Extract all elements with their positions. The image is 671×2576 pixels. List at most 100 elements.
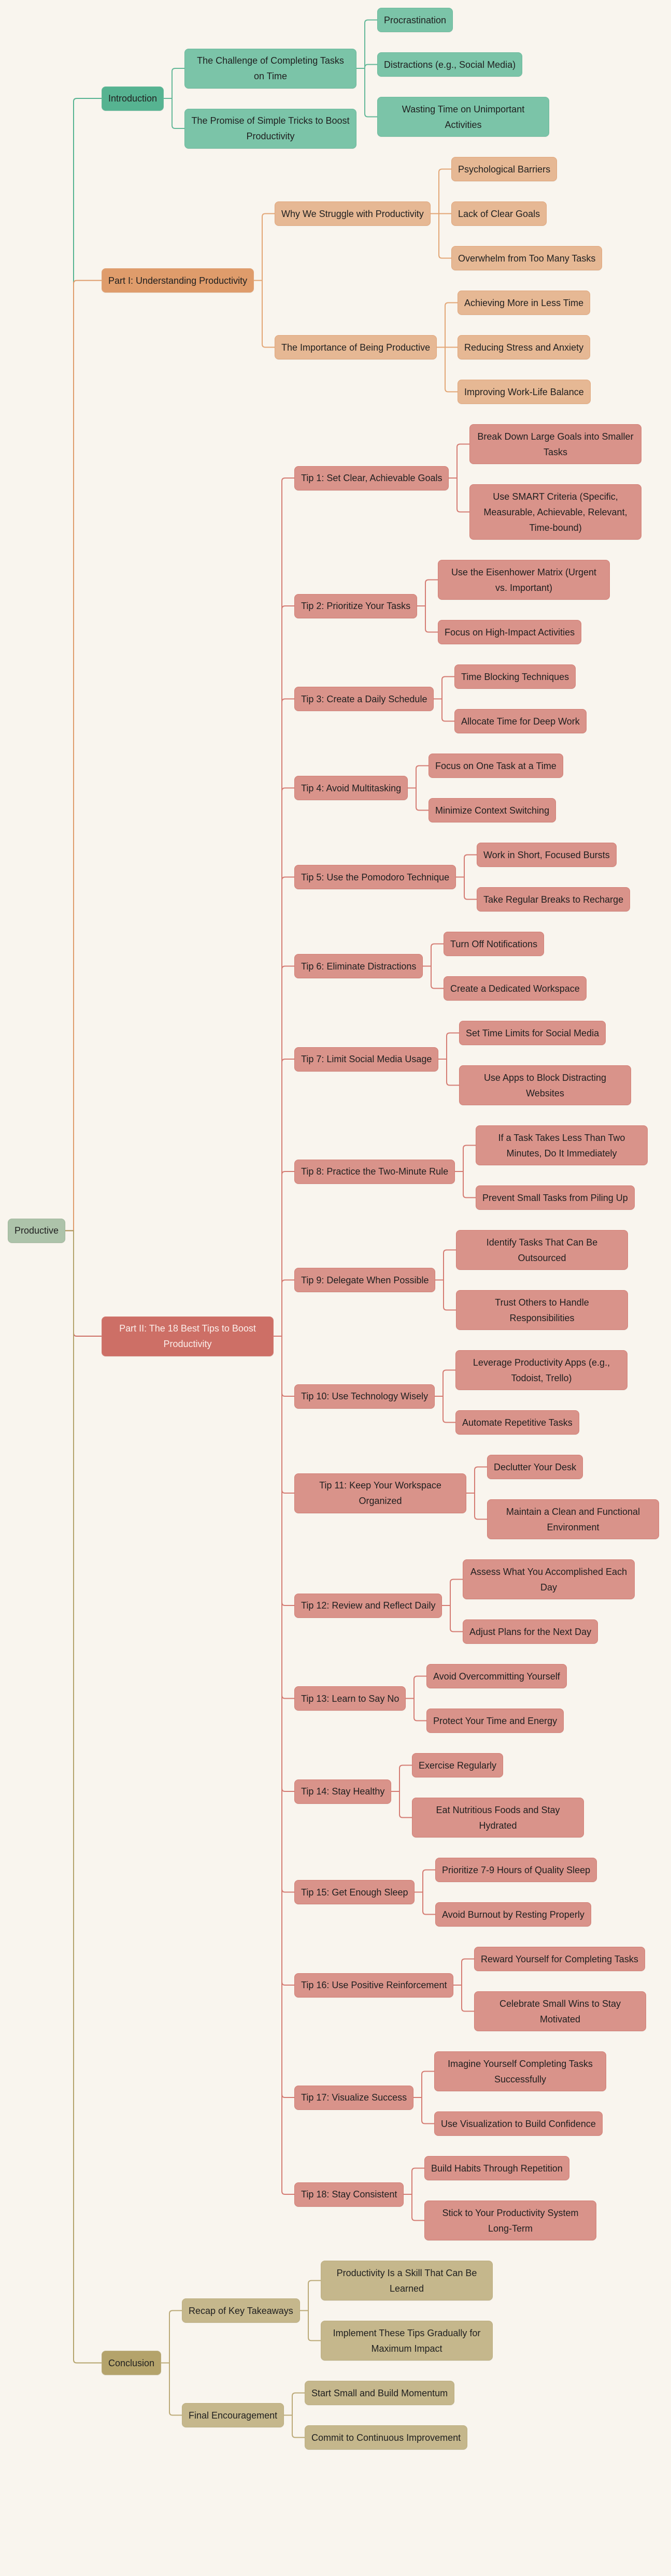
section-node[interactable]: Conclusion bbox=[102, 2351, 162, 2375]
section-node[interactable]: Introduction bbox=[102, 86, 164, 111]
subtopic-node[interactable]: Set Time Limits for Social Media bbox=[459, 1021, 606, 1045]
topic-node[interactable]: Tip 4: Avoid Multitasking bbox=[294, 776, 408, 800]
node-label: Commit to Continuous Improvement bbox=[311, 2432, 461, 2443]
connector-line bbox=[300, 2310, 321, 2341]
subtopic-node[interactable]: Break Down Large Goals into Smaller Task… bbox=[469, 424, 641, 464]
subtopic-node[interactable]: Avoid Burnout by Resting Properly bbox=[435, 1902, 591, 1927]
subtopic-node[interactable]: Productivity Is a Skill That Can Be Lear… bbox=[321, 2261, 493, 2300]
topic-node[interactable]: Tip 6: Eliminate Distractions bbox=[294, 954, 423, 978]
section-node[interactable]: Part II: The 18 Best Tips to Boost Produ… bbox=[102, 1316, 274, 1356]
node-label: Celebrate Small Wins to Stay Motivated bbox=[499, 1998, 621, 2024]
node-label: Use the Eisenhower Matrix (Urgent vs. Im… bbox=[451, 567, 597, 593]
topic-node[interactable]: Tip 1: Set Clear, Achievable Goals bbox=[294, 466, 449, 490]
topic-node[interactable]: Tip 8: Practice the Two-Minute Rule bbox=[294, 1159, 455, 1184]
topic-node[interactable]: Tip 5: Use the Pomodoro Technique bbox=[294, 865, 456, 889]
topic-node[interactable]: Tip 13: Learn to Say No bbox=[294, 1686, 406, 1711]
node-label: Distractions (e.g., Social Media) bbox=[384, 59, 516, 70]
subtopic-node[interactable]: Eat Nutritious Foods and Stay Hydrated bbox=[412, 1798, 584, 1837]
topic-node[interactable]: Tip 10: Use Technology Wisely bbox=[294, 1384, 435, 1409]
connector-line bbox=[413, 2071, 434, 2098]
subtopic-node[interactable]: Lack of Clear Goals bbox=[451, 201, 547, 226]
subtopic-node[interactable]: Declutter Your Desk bbox=[487, 1455, 583, 1479]
subtopic-node[interactable]: Focus on One Task at a Time bbox=[429, 754, 563, 778]
node-label: Tip 12: Review and Reflect Daily bbox=[301, 1600, 436, 1611]
subtopic-node[interactable]: Adjust Plans for the Next Day bbox=[463, 1619, 598, 1644]
topic-node[interactable]: Recap of Key Takeaways bbox=[182, 2298, 300, 2323]
connector-line bbox=[406, 1675, 426, 1699]
subtopic-node[interactable]: Assess What You Accomplished Each Day bbox=[463, 1559, 635, 1599]
subtopic-node[interactable]: Reward Yourself for Completing Tasks bbox=[474, 1947, 645, 1971]
node-label: Use SMART Criteria (Specific, Measurable… bbox=[483, 491, 627, 533]
subtopic-node[interactable]: Protect Your Time and Energy bbox=[426, 1709, 564, 1733]
subtopic-node[interactable]: Use SMART Criteria (Specific, Measurable… bbox=[469, 484, 641, 540]
connector-line bbox=[404, 2167, 424, 2195]
topic-node[interactable]: Tip 17: Visualize Success bbox=[294, 2085, 414, 2110]
subtopic-node[interactable]: Overwhelm from Too Many Tasks bbox=[451, 246, 603, 270]
subtopic-node[interactable]: Take Regular Breaks to Recharge bbox=[477, 887, 631, 911]
subtopic-node[interactable]: Prevent Small Tasks from Piling Up bbox=[476, 1185, 635, 1210]
subtopic-node[interactable]: Use Visualization to Build Confidence bbox=[434, 2111, 603, 2136]
subtopic-node[interactable]: Maintain a Clean and Functional Environm… bbox=[487, 1499, 659, 1539]
subtopic-node[interactable]: Turn Off Notifications bbox=[444, 932, 545, 956]
topic-node[interactable]: Tip 18: Stay Consistent bbox=[294, 2182, 404, 2207]
topic-node[interactable]: Tip 14: Stay Healthy bbox=[294, 1779, 392, 1804]
subtopic-node[interactable]: Stick to Your Productivity System Long-T… bbox=[424, 2201, 596, 2240]
subtopic-node[interactable]: Use Apps to Block Distracting Websites bbox=[459, 1065, 631, 1105]
subtopic-node[interactable]: Focus on High-Impact Activities bbox=[438, 620, 582, 644]
topic-node[interactable]: Tip 3: Create a Daily Schedule bbox=[294, 687, 434, 711]
subtopic-node[interactable]: Exercise Regularly bbox=[412, 1753, 504, 1777]
subtopic-node[interactable]: Improving Work-Life Balance bbox=[458, 380, 591, 404]
subtopic-node[interactable]: Start Small and Build Momentum bbox=[305, 2381, 455, 2405]
subtopic-node[interactable]: Use the Eisenhower Matrix (Urgent vs. Im… bbox=[438, 560, 610, 600]
subtopic-node[interactable]: Imagine Yourself Completing Tasks Succes… bbox=[434, 2051, 606, 2091]
connector-line bbox=[254, 213, 275, 281]
subtopic-node[interactable]: Minimize Context Switching bbox=[429, 798, 556, 822]
topic-node[interactable]: Why We Struggle with Productivity bbox=[275, 201, 431, 226]
root-node[interactable]: Productive bbox=[8, 1218, 66, 1243]
subtopic-node[interactable]: Commit to Continuous Improvement bbox=[305, 2425, 468, 2450]
topic-node[interactable]: Tip 11: Keep Your Workspace Organized bbox=[294, 1473, 466, 1513]
subtopic-node[interactable]: Avoid Overcommitting Yourself bbox=[426, 1664, 567, 1688]
subtopic-node[interactable]: Distractions (e.g., Social Media) bbox=[377, 52, 523, 77]
subtopic-node[interactable]: Leverage Productivity Apps (e.g., Todois… bbox=[455, 1350, 627, 1390]
subtopic-node[interactable]: Allocate Time for Deep Work bbox=[454, 709, 587, 733]
topic-node[interactable]: The Promise of Simple Tricks to Boost Pr… bbox=[184, 108, 356, 149]
connector-line bbox=[417, 605, 438, 633]
subtopic-node[interactable]: Achieving More in Less Time bbox=[458, 291, 591, 315]
subtopic-node[interactable]: Procrastination bbox=[377, 8, 453, 32]
subtopic-node[interactable]: Prioritize 7-9 Hours of Quality Sleep bbox=[435, 1858, 597, 1882]
node-label: Exercise Regularly bbox=[419, 1760, 497, 1771]
subtopic-node[interactable]: Automate Repetitive Tasks bbox=[455, 1410, 579, 1435]
subtopic-node[interactable]: If a Task Takes Less Than Two Minutes, D… bbox=[476, 1125, 648, 1165]
node-label: Improving Work-Life Balance bbox=[464, 386, 584, 397]
subtopic-node[interactable]: Wasting Time on Unimportant Activities bbox=[377, 97, 549, 137]
node-label: Tip 16: Use Positive Reinforcement bbox=[301, 1980, 447, 1990]
node-label: Lack of Clear Goals bbox=[458, 208, 540, 219]
connector-line bbox=[274, 1336, 294, 1699]
node-label: Procrastination bbox=[384, 15, 447, 25]
subtopic-node[interactable]: Celebrate Small Wins to Stay Motivated bbox=[474, 1991, 646, 2031]
subtopic-node[interactable]: Create a Dedicated Workspace bbox=[444, 976, 587, 1001]
topic-node[interactable]: Tip 15: Get Enough Sleep bbox=[294, 1880, 415, 1904]
topic-node[interactable]: Final Encouragement bbox=[182, 2403, 284, 2427]
subtopic-node[interactable]: Reducing Stress and Anxiety bbox=[458, 335, 591, 359]
subtopic-node[interactable]: Psychological Barriers bbox=[451, 157, 558, 181]
topic-node[interactable]: Tip 12: Review and Reflect Daily bbox=[294, 1593, 442, 1618]
subtopic-node[interactable]: Time Blocking Techniques bbox=[454, 664, 576, 689]
topic-node[interactable]: Tip 9: Delegate When Possible bbox=[294, 1268, 436, 1292]
subtopic-node[interactable]: Work in Short, Focused Bursts bbox=[477, 843, 617, 867]
node-label: Recap of Key Takeaways bbox=[189, 2305, 293, 2316]
topic-node[interactable]: The Challenge of Completing Tasks on Tim… bbox=[184, 48, 356, 89]
topic-node[interactable]: Tip 16: Use Positive Reinforcement bbox=[294, 1973, 454, 1998]
subtopic-node[interactable]: Identify Tasks That Can Be Outsourced bbox=[456, 1230, 628, 1270]
section-node[interactable]: Part I: Understanding Productivity bbox=[102, 268, 254, 293]
node-label: Wasting Time on Unimportant Activities bbox=[402, 104, 525, 130]
topic-node[interactable]: Tip 7: Limit Social Media Usage bbox=[294, 1047, 439, 1072]
topic-node[interactable]: Tip 2: Prioritize Your Tasks bbox=[294, 594, 418, 618]
subtopic-node[interactable]: Build Habits Through Repetition bbox=[424, 2156, 569, 2180]
node-label: Automate Repetitive Tasks bbox=[462, 1417, 573, 1428]
subtopic-node[interactable]: Trust Others to Handle Responsibilities bbox=[456, 1290, 628, 1330]
connector-line bbox=[437, 346, 458, 393]
topic-node[interactable]: The Importance of Being Productive bbox=[275, 335, 437, 359]
subtopic-node[interactable]: Implement These Tips Gradually for Maxim… bbox=[321, 2321, 493, 2361]
